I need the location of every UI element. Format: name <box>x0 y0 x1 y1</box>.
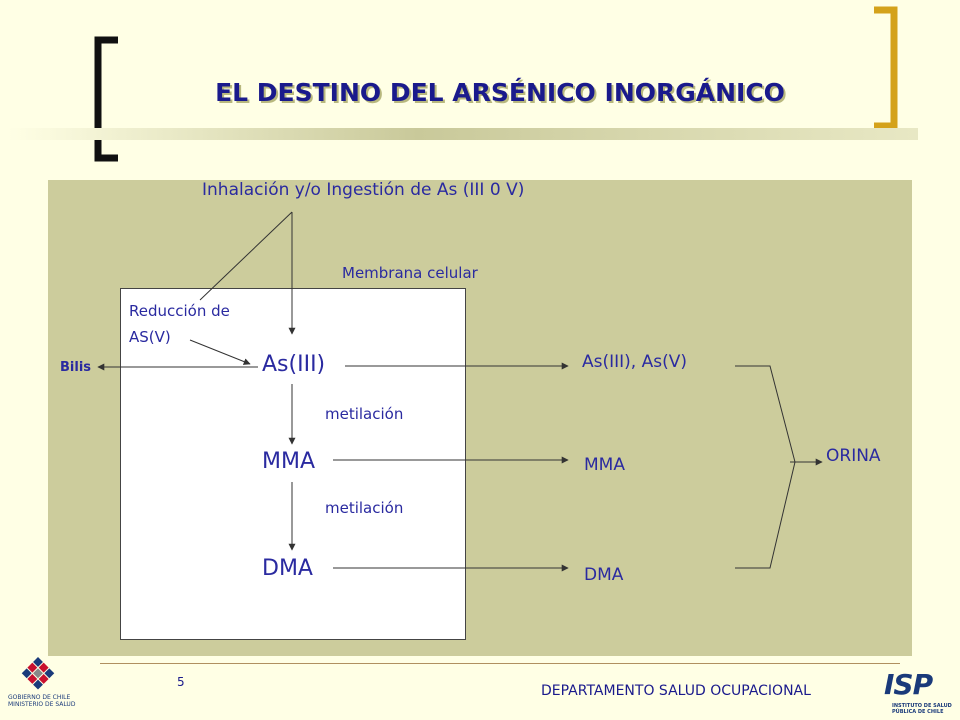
intake-label: Inhalación y/o Ingestión de As (III 0 V) <box>202 180 525 200</box>
isp-logo-subtext: INSTITUTO DE SALUD PÚBLICA DE CHILE <box>892 703 952 715</box>
methylation-label-2: metilación <box>325 499 404 517</box>
gobierno-logo-text: GOBIERNO DE CHILE MINISTERIO DE SALUD <box>8 694 75 708</box>
right-bracket <box>874 6 898 130</box>
bile-label: Bilis <box>60 360 92 375</box>
membrane-label: Membrana celular <box>342 264 478 282</box>
page-title: EL DESTINO DEL ARSÉNICO INORGÁNICO <box>215 78 785 107</box>
gov-line2: MINISTERIO DE SALUD <box>8 701 76 708</box>
isp-line1: INSTITUTO DE SALUD <box>892 703 952 709</box>
cell-box <box>120 288 466 640</box>
isp-line2: PÚBLICA DE CHILE <box>892 709 944 715</box>
gov-line1: GOBIERNO DE CHILE <box>8 694 71 701</box>
methylation-label-1: metilación <box>325 405 404 423</box>
as3-label: As(III) <box>262 352 326 377</box>
department-label: DEPARTAMENTO SALUD OCUPACIONAL <box>541 683 811 699</box>
out-mma-label: MMA <box>584 455 625 475</box>
page-number: 5 <box>177 675 185 689</box>
dma-label: DMA <box>262 556 313 581</box>
out-dma-label: DMA <box>584 565 624 585</box>
title-underline-bar <box>8 128 918 140</box>
reduction-label-line1: Reducción de <box>129 302 230 320</box>
reduction-label-line2: AS(V) <box>129 328 171 346</box>
left-bracket <box>94 36 118 162</box>
mma-label: MMA <box>262 449 316 474</box>
footer-divider <box>100 663 900 664</box>
urine-label: ORINA <box>826 446 881 466</box>
isp-logo: ISP <box>884 668 933 701</box>
title-brackets <box>94 6 898 162</box>
out-as-label: As(III), As(V) <box>582 352 687 372</box>
gobierno-logo-icon <box>21 657 55 690</box>
